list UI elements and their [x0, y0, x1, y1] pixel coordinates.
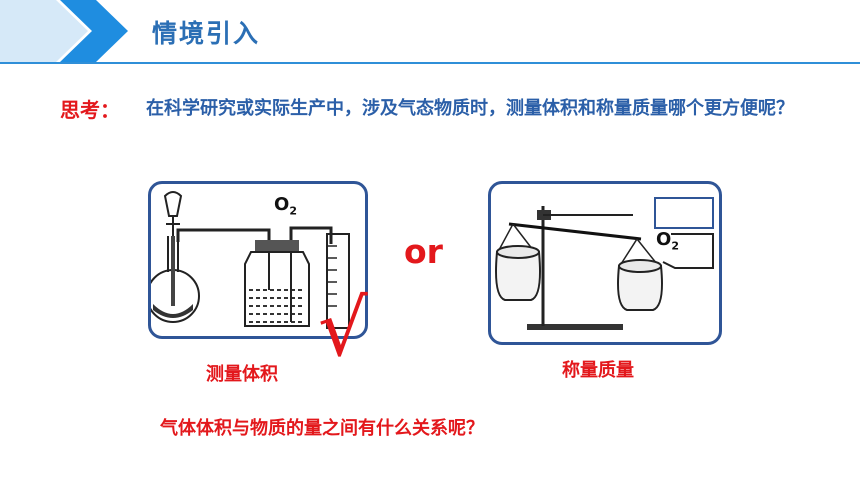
o2-formula-left: O2 — [274, 194, 297, 218]
or-text: or — [404, 232, 443, 271]
o2-formula-right: O2 — [656, 229, 679, 253]
o2-label-left-box — [240, 190, 302, 218]
page-title: 情境引入 — [152, 19, 261, 48]
o2-formula-right-sub: 2 — [671, 239, 679, 253]
o2-formula-left-main: O — [274, 194, 290, 215]
balance-illustration — [495, 206, 714, 330]
bottom-question: 气体体积与物质的量之间有什么关系呢？ — [160, 418, 484, 439]
o2-formula-right-main: O — [656, 229, 672, 250]
caption-measure-volume: 测量体积 — [206, 364, 278, 385]
header-chevrons — [0, 0, 128, 62]
o2-formula-left-sub: 2 — [289, 204, 297, 218]
check-mark-icon: √ — [318, 284, 368, 374]
caption-weigh-mass: 称量质量 — [562, 360, 634, 381]
question-text: 在科学研究或实际生产中，涉及气态物质时，测量体积和称量质量哪个更方便呢？ — [146, 98, 794, 119]
blank-label-box — [654, 197, 714, 229]
header-divider — [0, 62, 860, 64]
think-label: 思考： — [60, 98, 120, 122]
volume-apparatus-illustration — [151, 191, 350, 329]
